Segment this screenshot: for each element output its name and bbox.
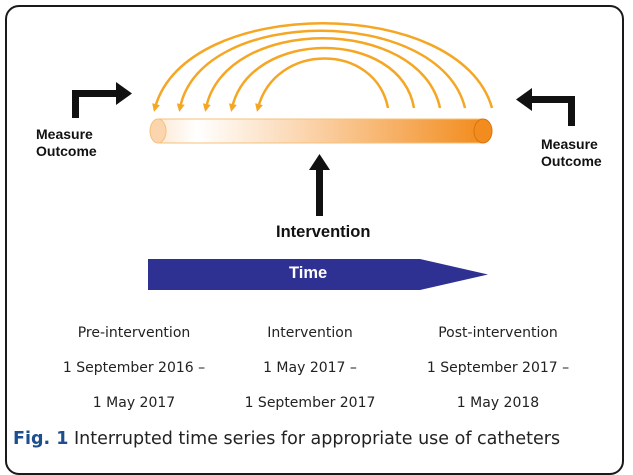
right-measure-outcome-label: Measure Outcome (541, 136, 602, 170)
period-end: 1 May 2018 (456, 395, 540, 411)
figure-number: Fig. 1 (13, 429, 69, 449)
right-label-line2: Outcome (541, 153, 602, 169)
time-series-diagram (72, 22, 575, 290)
period-end: 1 September 2017 (244, 395, 376, 411)
period-start: 1 September 2017 – (426, 360, 570, 376)
caption-text: Interrupted time series for appropriate … (68, 429, 561, 449)
figure-caption: Fig. 1 Interrupted time series for appro… (13, 429, 560, 449)
period-start: 1 May 2017 – (263, 360, 357, 376)
intervention-label: Intervention (276, 223, 371, 241)
period-end: 1 May 2017 (92, 395, 176, 411)
right-label-line1: Measure (541, 136, 598, 152)
measurement-arrows (152, 22, 494, 112)
time-arrow (148, 259, 488, 290)
period-name: Pre-intervention (77, 325, 191, 341)
period-intervention: Intervention 1 May 2017 – 1 September 20… (210, 325, 410, 411)
period-pre: Pre-intervention 1 September 2016 – 1 Ma… (34, 325, 234, 411)
left-measure-arrow (72, 82, 132, 118)
period-post: Post-intervention 1 September 2017 – 1 M… (393, 325, 603, 411)
period-name: Intervention (267, 325, 353, 341)
left-measure-outcome-label: Measure Outcome (36, 126, 97, 160)
intervention-arrow (309, 154, 330, 216)
left-label-line2: Outcome (36, 143, 97, 159)
time-label: Time (289, 264, 328, 282)
outcome-tube (149, 118, 493, 144)
left-label-line1: Measure (36, 126, 93, 142)
period-start: 1 September 2016 – (62, 360, 206, 376)
period-name: Post-intervention (438, 325, 558, 341)
right-measure-arrow (516, 88, 575, 126)
